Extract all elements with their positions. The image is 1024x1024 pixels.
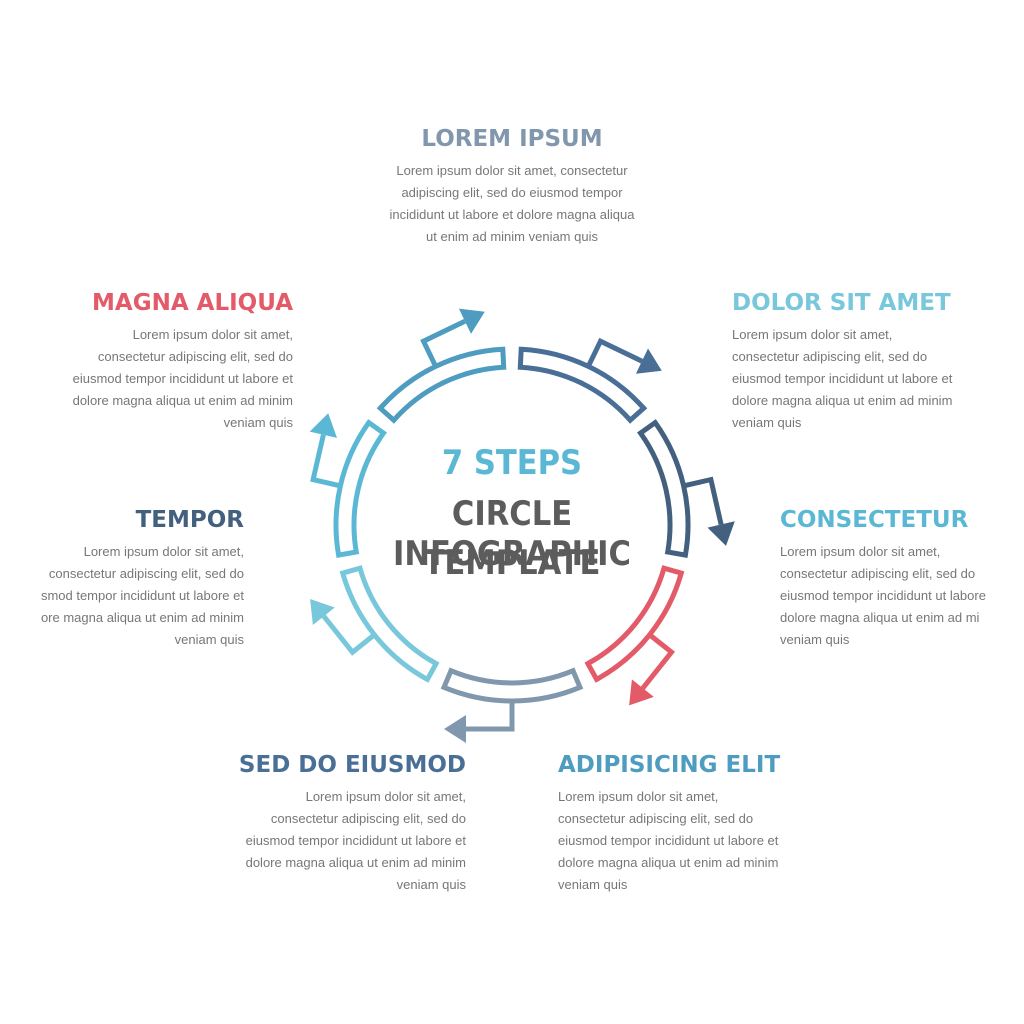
wheel-arrow-shaft [684, 476, 724, 526]
step-description: Lorem ipsum dolor sit amet, consectetur … [389, 163, 635, 244]
wheel-segment [584, 565, 685, 706]
wheel-arrow-head [458, 308, 485, 334]
center-title-template: TEMPLATE [423, 543, 601, 583]
wheel-segment-arc [339, 565, 440, 683]
step-title: SED DO EIUSMOD [238, 752, 466, 778]
wheel-arrow-head [309, 413, 337, 438]
step-title: MAGNA ALIQUA [92, 290, 293, 316]
step-description: Lorem ipsum dolor sit amet, consectetur … [245, 789, 466, 892]
step-description: Lorem ipsum dolor sit amet, consectetur … [40, 544, 244, 647]
wheel-segment [440, 667, 584, 743]
wheel-segment [376, 308, 507, 424]
step-description: Lorem ipsum dolor sit amet, consectetur … [558, 789, 779, 892]
step-description: Lorem ipsum dolor sit amet, consectetur … [72, 327, 293, 430]
wheel-segment-arc [637, 419, 691, 558]
wheel-arrow-head [444, 715, 466, 743]
step-description: Lorem ipsum dolor sit amet, consectetur … [732, 327, 953, 430]
step-title: ADIPISICING ELIT [558, 752, 781, 778]
step-description: Lorem ipsum dolor sit amet, consectetur … [780, 544, 986, 647]
step-lorem-ipsum: LOREM IPSUM Lorem ipsum dolor sit amet, … [352, 126, 672, 248]
step-title: TEMPOR [135, 507, 244, 533]
wheel-arrow-head [310, 599, 335, 625]
step-dolor-sit-amet: DOLOR SIT AMET Lorem ipsum dolor sit ame… [732, 290, 1022, 434]
step-title: LOREM IPSUM [421, 126, 603, 152]
wheel-segment [310, 565, 440, 683]
step-title: CONSECTETUR [780, 507, 969, 533]
wheel-segment [309, 413, 387, 558]
step-magna-aliqua: MAGNA ALIQUA Lorem ipsum dolor sit amet,… [0, 290, 293, 434]
wheel-arrow-shaft [310, 434, 340, 488]
wheel-segment-arc [584, 565, 685, 683]
wheel-arrow-shaft [420, 318, 466, 366]
wheel-arrow-head [635, 348, 662, 374]
step-title: DOLOR SIT AMET [732, 290, 951, 316]
step-adipisicing-elit: ADIPISICING ELIT Lorem ipsum dolor sit a… [558, 752, 858, 896]
step-tempor: TEMPOR Lorem ipsum dolor sit amet, conse… [0, 507, 244, 651]
wheel-segment-arc [517, 346, 648, 424]
wheel-arrow-shaft [586, 337, 644, 366]
wheel-arrow-shaft [640, 634, 676, 690]
wheel-arrow-shaft [466, 703, 515, 732]
step-consectetur: CONSECTETUR Lorem ipsum dolor sit amet, … [780, 507, 1024, 651]
center-title-steps: 7 STEPS [441, 443, 583, 483]
wheel-segment-arc [376, 346, 507, 424]
wheel-arrow-head [707, 521, 735, 546]
wheel-segment-arc [440, 667, 584, 704]
wheel-segment [637, 419, 735, 558]
wheel-arrow-head [629, 679, 654, 706]
wheel-arrow-shaft [321, 614, 375, 656]
step-sed-do-eiusmod: SED DO EIUSMOD Lorem ipsum dolor sit ame… [166, 752, 466, 896]
center-title-main: CIRCLE INFOGRAPHIC [392, 494, 632, 574]
wheel-segment-arc [333, 419, 387, 558]
wheel-segment [517, 337, 662, 424]
